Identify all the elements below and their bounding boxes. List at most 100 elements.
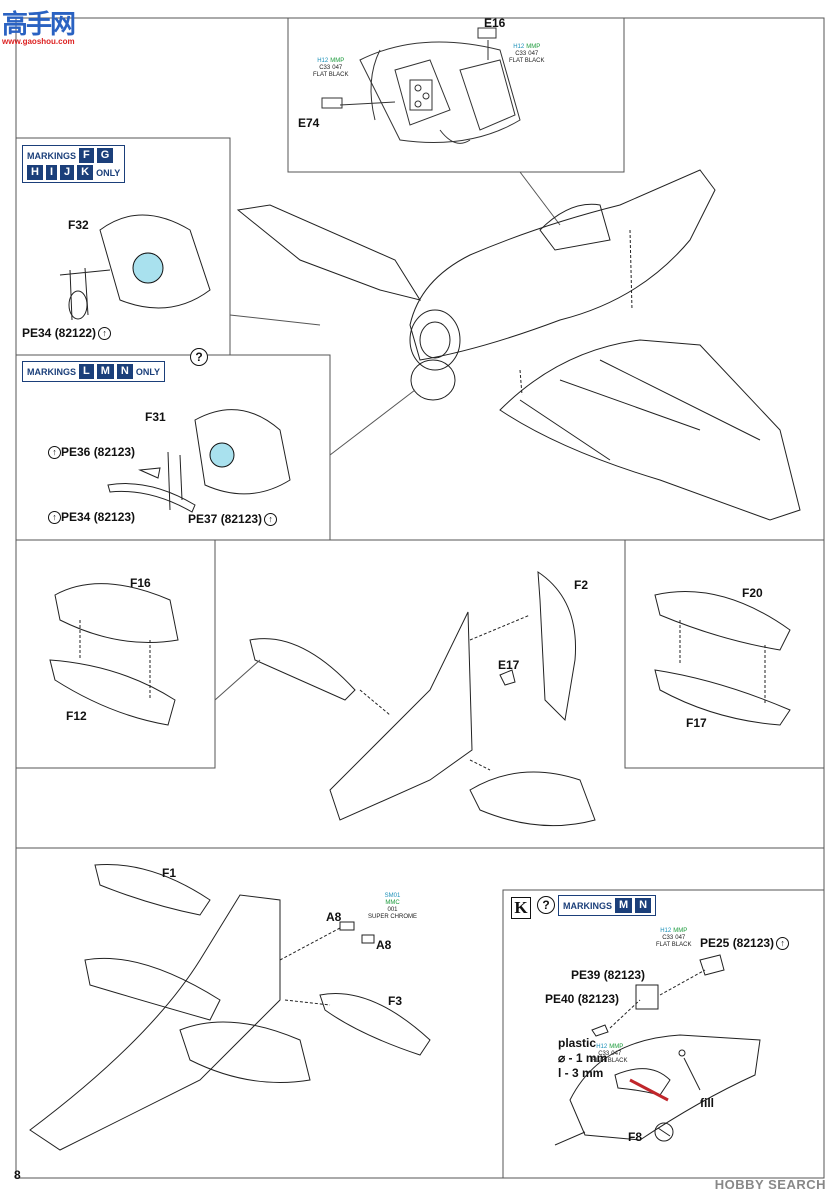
pe25-text: PE25 (82123) [700,936,775,950]
markings-label: MARKINGS [27,150,76,161]
pe34-text: PE34 (82123) [61,510,136,524]
question-icon: ? [190,348,208,366]
marking-box-g: G [96,148,114,163]
paint-name: SUPER CHROME [368,914,418,920]
watermark-chinese-text: 高手网 [2,9,76,39]
paint-code-n: 001 [387,907,398,913]
part-label-f8: F8 [628,1130,643,1144]
hobbysearch-logo: HOBBY SEARCH [714,1177,826,1192]
inset-fg-frame [16,137,231,355]
paint-name: FLAT BLACK [592,1058,628,1064]
markings-fg-badge: MARKINGS F G H I J K ONLY [22,145,126,183]
markings-lmn-badge: MARKINGS L M N ONLY [22,361,166,382]
paint-code-n: 047 [675,935,686,941]
elevator-f20-drawing [654,591,791,726]
paint-code-n: 047 [332,65,343,71]
site-watermark-logo: 高手网 www.gaoshou.com [2,4,76,46]
paint-code-m: MMP [330,58,345,64]
marking-box-i: I [45,165,58,180]
cowl-f32-drawing [59,214,211,321]
paint-code-m: MMC [385,900,400,906]
paint-code-m: MMP [609,1044,624,1050]
part-label-pe37: PE37 (82123)↑ [188,512,278,527]
up-arrow-icon: ↑ [48,511,61,525]
part-label-a8-bottom: A8 [376,938,392,952]
paint-code-c: C33 [662,935,674,941]
up-arrow-icon: ↑ [776,937,790,951]
part-label-f20: F20 [742,586,763,600]
cockpit-drawing [321,27,521,144]
tail-mid-drawing [249,571,596,827]
question-icon: ? [537,896,555,914]
part-label-e74: E74 [298,116,320,130]
markings-only: ONLY [135,366,161,377]
paint-code-m: MMP [526,44,541,50]
part-label-e16: E16 [484,16,506,30]
part-label-a8-top: A8 [326,910,342,924]
marking-box-n: N [635,898,652,913]
inset-lmn-frame [16,354,331,540]
part-label-pe34-82123: ↑PE34 (82123) [46,510,136,525]
markings-label: MARKINGS [27,366,76,377]
watermark-url-text: www.gaoshou.com [2,37,75,46]
paint-code-c: C33 [598,1051,610,1057]
plastic-text: plastic [558,1036,597,1050]
pe34-text: PE34 (82122) [22,326,97,340]
part-label-pe34-82122: PE34 (82122)↑ [22,326,112,341]
paint-code-h: H12 [660,928,672,934]
marking-box-n: N [116,364,133,379]
paint-name: FLAT BLACK [313,72,349,78]
part-label-pe25: PE25 (82123)↑ [700,936,790,951]
k-inset-drawing [554,954,761,1146]
elevator-f16-drawing [49,583,179,726]
markings-mn-badge: MARKINGS M N [558,895,657,916]
marking-box-l: L [79,364,94,379]
paint-code-h: H12 [317,58,329,64]
marking-box-h: H [27,165,43,180]
marking-box-m: M [615,898,633,913]
part-label-f16: F16 [130,576,151,590]
markings-label: MARKINGS [563,900,612,911]
part-label-f3: F3 [388,994,403,1008]
paint-name: FLAT BLACK [656,942,692,948]
mid-right-inset-frame [624,540,824,769]
paint-code-c: C33 [319,65,331,71]
part-label-f31: F31 [145,410,166,424]
page-frame [15,17,825,1179]
paint-code-h: H12 [513,44,525,50]
paint-code-m: MMP [673,928,688,934]
part-label-pe36: ↑PE36 (82123) [46,445,136,460]
fuselage-top-drawing [236,169,801,521]
part-label-f12: F12 [66,709,87,723]
cockpit-inset-frame [287,18,625,173]
paint-code-n: 047 [528,51,539,57]
markings-only: ONLY [96,167,121,178]
paint-code-c: C33 [515,51,527,57]
plastic-rod-spec: plastic ⌀ - 1 mm l - 3 mm [558,1036,607,1081]
marking-box-m: M [96,364,114,379]
pe37-text: PE37 (82123) [188,512,263,526]
up-arrow-icon: ↑ [98,327,112,341]
paint-name: FLAT BLACK [509,58,545,64]
part-label-e17: E17 [498,658,520,672]
diameter-text: ⌀ - 1 mm [558,1051,608,1065]
paint-code-h: H12 [596,1044,608,1050]
part-label-pe39: PE39 (82123) [571,968,646,982]
page-number: 8 [14,1168,21,1182]
cowl-f31-drawing [107,409,291,513]
pe36-text: PE36 (82123) [61,445,136,459]
part-label-f2: F2 [574,578,589,592]
paint-callout-chrome: SM01 MMC 001 SUPER CHROME [368,893,417,921]
marking-box-k: K [77,165,94,180]
part-label-pe40: PE40 (82123) [545,992,620,1006]
paint-code-n: 047 [611,1051,622,1057]
up-arrow-icon: ↑ [264,513,278,527]
k-inset-frame [502,889,825,1179]
fill-label: fill [700,1096,714,1110]
mid-left-inset-frame [16,540,216,769]
